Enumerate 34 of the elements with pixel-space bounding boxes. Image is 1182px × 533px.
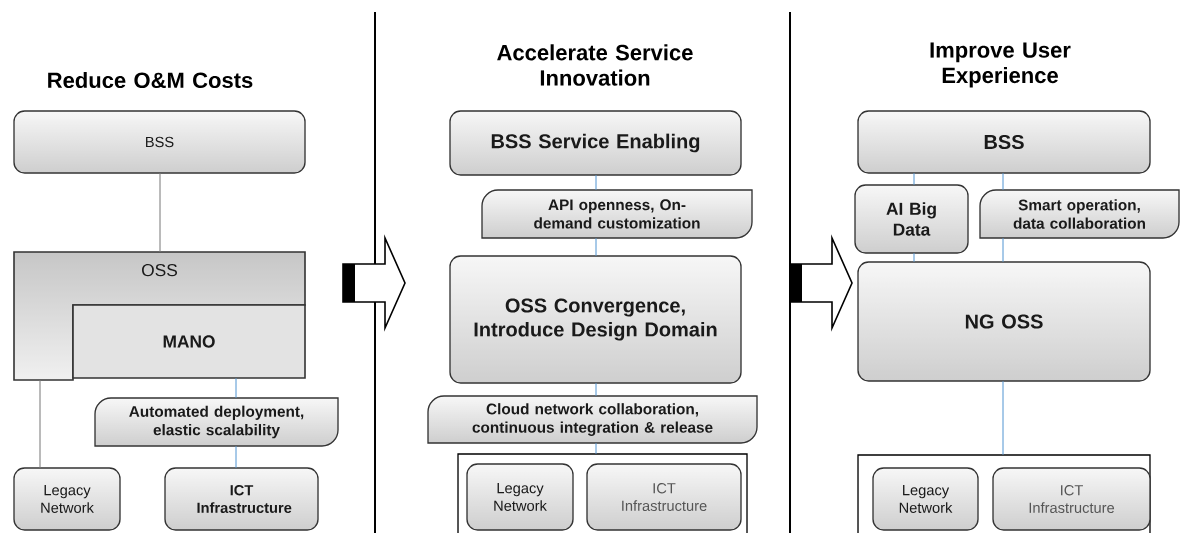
rounded-box: AI Big Data bbox=[854, 184, 969, 254]
rounded-box: BSS Service Enabling bbox=[449, 110, 742, 176]
rounded-box: OSS Convergence, Introduce Design Domain bbox=[449, 255, 742, 384]
connector-line bbox=[235, 377, 237, 399]
column-heading: Accelerate Service Innovation bbox=[497, 44, 693, 86]
rounded-box: Legacy Network bbox=[466, 463, 574, 531]
connector-line bbox=[1002, 380, 1004, 456]
rounded-box: BSS bbox=[13, 110, 306, 174]
connector-line bbox=[39, 379, 41, 469]
rounded-box: Legacy Network bbox=[13, 467, 121, 531]
tab-box: Smart operation, data collaboration bbox=[979, 189, 1180, 239]
connector-line bbox=[595, 442, 597, 455]
connector-line bbox=[1002, 172, 1004, 191]
inner-box: MANO bbox=[72, 304, 306, 379]
tab-box: Cloud network collaboration, continuous integration & release bbox=[427, 395, 758, 444]
connector-line bbox=[235, 445, 237, 469]
rounded-box: NG OSS bbox=[857, 261, 1151, 382]
rounded-box: ICT Infrastructure bbox=[164, 467, 319, 531]
tab-box: Automated deployment, elastic scalability bbox=[94, 397, 339, 447]
connector-line bbox=[913, 172, 915, 186]
column-heading: Reduce O&M Costs bbox=[48, 71, 253, 89]
connector-line bbox=[595, 382, 597, 397]
connector-line bbox=[1002, 237, 1004, 263]
connector-line bbox=[595, 174, 597, 191]
frame-box bbox=[457, 453, 748, 533]
rounded-box: ICT Infrastructure bbox=[992, 467, 1151, 531]
connector-line bbox=[913, 252, 915, 263]
rounded-box: Legacy Network bbox=[872, 467, 979, 531]
tab-box: API openness, On-demand customization bbox=[481, 189, 753, 239]
connector-line bbox=[595, 237, 597, 257]
connector-line bbox=[159, 172, 161, 253]
rounded-box: BSS bbox=[857, 110, 1151, 174]
rounded-box: ICT Infrastructure bbox=[586, 463, 742, 531]
column-heading: Improve User Experience bbox=[930, 42, 1071, 88]
